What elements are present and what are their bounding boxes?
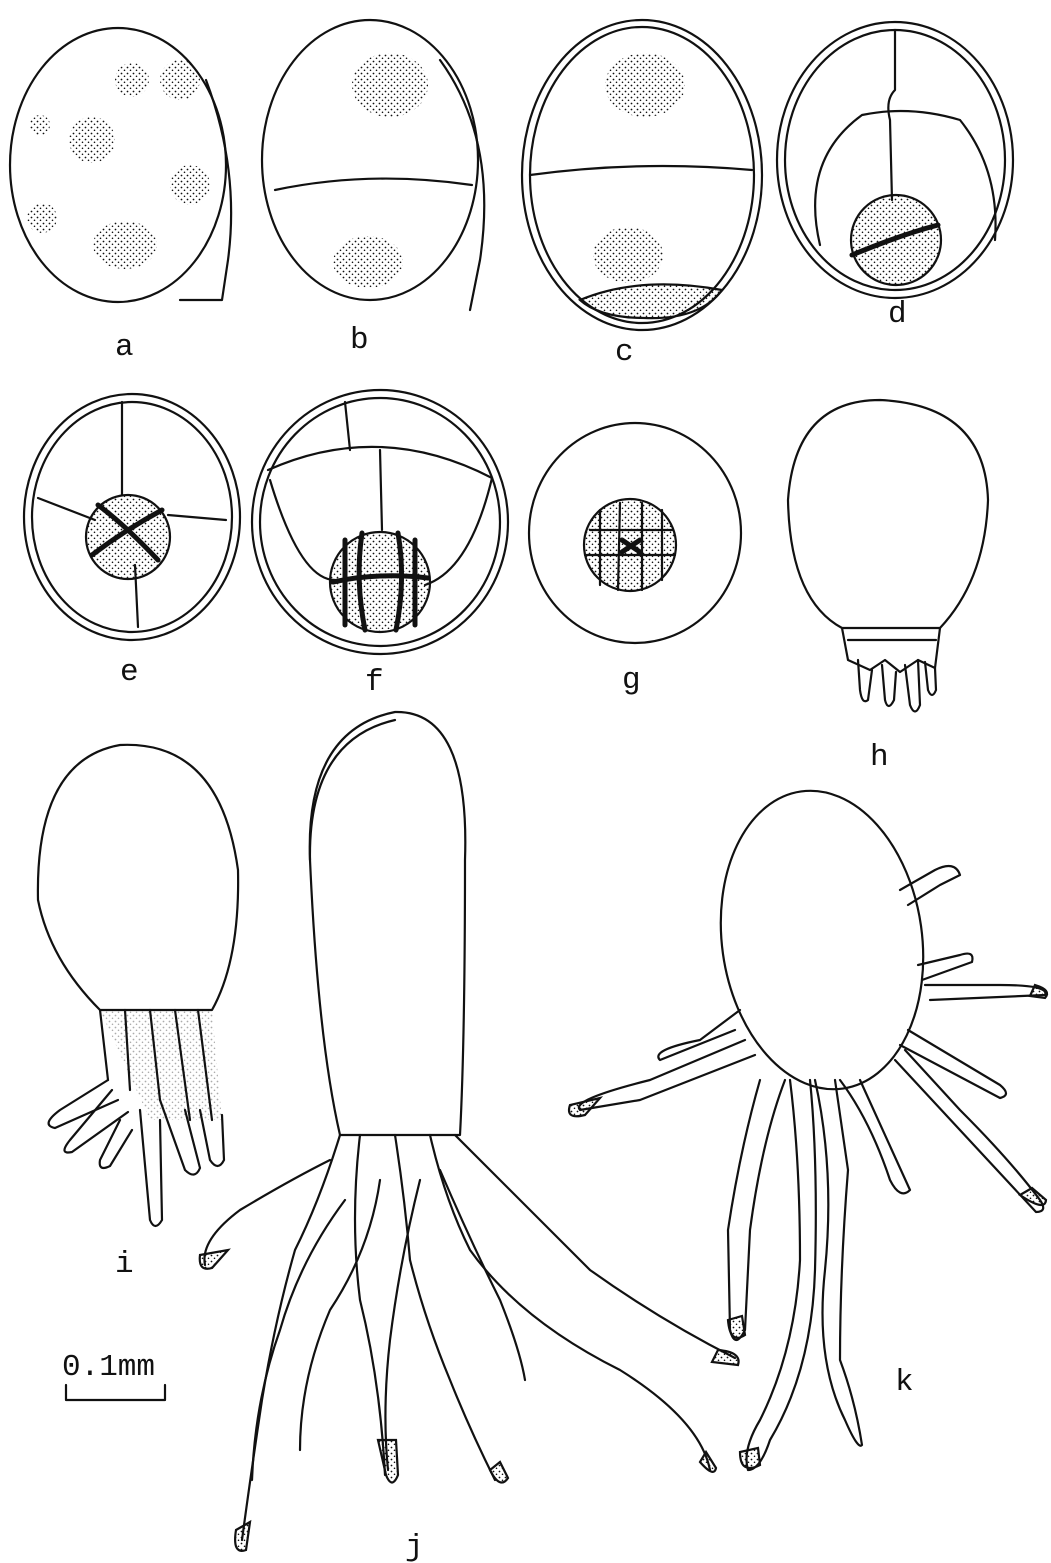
scale-bar-label: 0.1mm [62, 1350, 155, 1385]
spore-b [262, 20, 484, 310]
panel-b: b [262, 20, 484, 358]
panel-label-a: a [115, 330, 134, 365]
panel-k: k [569, 778, 1047, 1470]
panel-i: i [38, 745, 238, 1282]
panel-a: a [10, 28, 231, 365]
panel-h: h [788, 400, 988, 775]
panel-label-b: b [350, 323, 369, 358]
spore-g [529, 423, 741, 643]
panel-label-j: j [405, 1530, 424, 1563]
panel-e: e [24, 394, 240, 690]
scale-bar-line [66, 1385, 165, 1400]
panel-j: j [200, 712, 739, 1563]
spore-c [522, 20, 762, 330]
spore-d [777, 22, 1013, 298]
panel-label-c: c [615, 335, 634, 370]
germling-j [200, 712, 739, 1551]
panel-label-d: d [888, 297, 907, 332]
panel-label-k: k [895, 1365, 914, 1400]
scale-bar: 0.1mm [62, 1350, 165, 1400]
spore-e [24, 394, 240, 640]
panel-d: d [777, 22, 1013, 332]
germling-i [38, 745, 238, 1226]
germling-k [569, 778, 1047, 1470]
panel-g: g [529, 423, 741, 698]
spore-f [252, 390, 508, 654]
panel-label-e: e [120, 655, 139, 690]
spore-a [10, 28, 231, 302]
panel-label-f: f [365, 665, 384, 700]
panel-label-h: h [870, 740, 889, 775]
panel-label-i: i [115, 1247, 134, 1282]
panel-f: f [252, 390, 508, 700]
panel-label-g: g [622, 663, 641, 698]
panel-c: c [522, 20, 762, 370]
germling-h [788, 400, 988, 712]
